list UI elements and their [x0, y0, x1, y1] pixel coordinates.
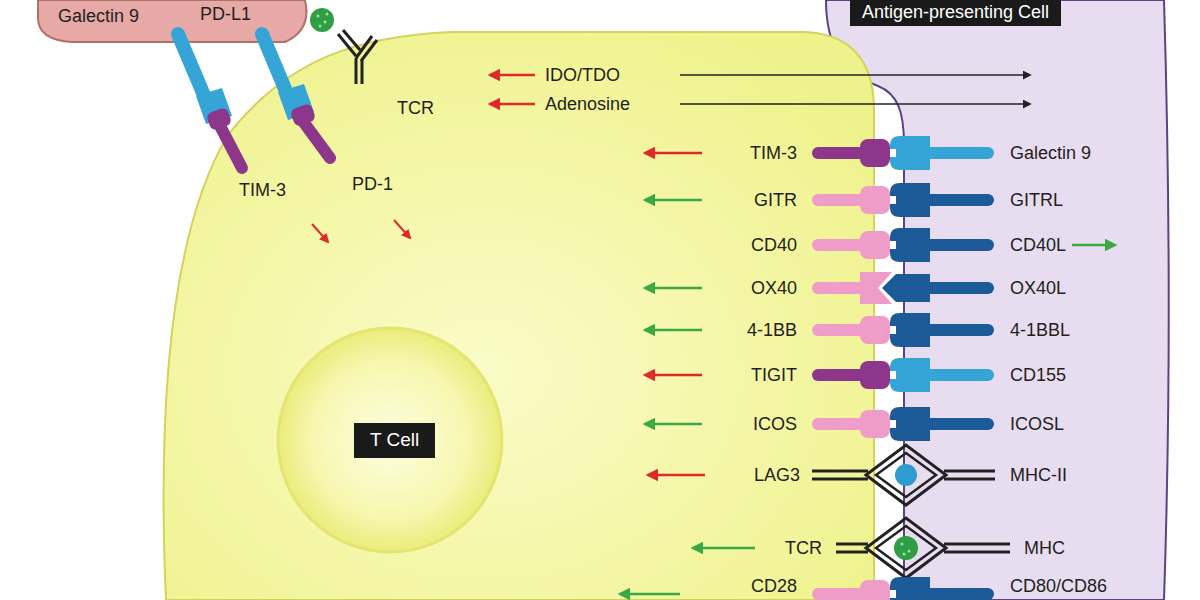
molecule-label: Adenosine	[545, 94, 630, 115]
molecule-label: ICOSL	[1010, 414, 1064, 435]
stimulate-arrow	[693, 547, 755, 550]
stimulate-arrow	[645, 287, 702, 290]
inhibit-arrow	[490, 74, 535, 77]
inhibit-arrow	[312, 224, 328, 242]
galectin9-tim3-pair	[178, 34, 242, 168]
cd28-pair	[812, 577, 994, 600]
molecule-label: PD-1	[352, 174, 393, 195]
lag3-pair	[812, 445, 995, 505]
molecule-label: TIGIT	[751, 365, 797, 386]
tcr-mhc-pair	[836, 518, 1010, 578]
stimulate-arrow	[645, 329, 702, 332]
inhibit-arrow	[490, 103, 535, 106]
molecule-label: PD-L1	[200, 4, 251, 25]
molecule-label: MHC	[1024, 538, 1065, 559]
tigit-pair	[812, 358, 994, 392]
cell-name: Antigen-presenting Cell	[862, 2, 1049, 22]
stimulate-arrow	[645, 423, 702, 426]
molecule-label: TCR	[397, 98, 434, 119]
tcr-symbol	[310, 8, 377, 84]
cell-name-label: Antigen-presenting Cell	[850, 0, 1061, 26]
molecule-label: TIM-3	[239, 180, 286, 201]
molecule-label: Galectin 9	[1010, 143, 1091, 164]
diffusion-arrow	[680, 74, 1030, 76]
molecule-label: CD80/CD86	[1010, 576, 1107, 597]
tim3-pair	[812, 136, 994, 170]
inhibit-arrow	[394, 220, 410, 238]
pdl1-pd1-pair	[262, 34, 330, 158]
molecule-label: IDO/TDO	[545, 65, 620, 86]
nucleus	[278, 328, 502, 552]
molecule-label: MHC-II	[1010, 465, 1067, 486]
molecule-label: LAG3	[754, 465, 800, 486]
molecule-label: ICOS	[753, 414, 797, 435]
inhibit-arrow	[648, 474, 705, 477]
stimulate-arrow	[1072, 244, 1115, 247]
molecule-label: TIM-3	[750, 143, 797, 164]
inhibit-arrow	[645, 374, 702, 377]
stimulate-arrow	[645, 199, 702, 202]
diffusion-arrow	[680, 103, 1030, 105]
apc-membrane	[826, 0, 1169, 600]
ox40-pair	[812, 272, 994, 304]
cd40-pair	[812, 228, 994, 262]
molecule-label: OX40L	[1010, 278, 1066, 299]
molecule-label: GITRL	[1010, 190, 1063, 211]
cell-name: T Cell	[370, 429, 419, 450]
stimulate-arrow	[620, 593, 680, 596]
molecule-label: Galectin 9	[58, 6, 139, 27]
molecule-label: CD155	[1010, 365, 1066, 386]
molecule-label: OX40	[751, 278, 797, 299]
molecule-label: CD40L	[1010, 235, 1066, 256]
molecule-label: 4-1BB	[747, 320, 797, 341]
molecule-label: 4-1BBL	[1010, 320, 1070, 341]
41bb-pair	[812, 313, 994, 347]
cell-name-label: T Cell	[354, 423, 435, 458]
molecule-label: TCR	[785, 538, 822, 559]
molecule-label: CD28	[751, 576, 797, 597]
gitr-pair	[812, 183, 994, 217]
icos-pair	[812, 407, 994, 441]
inhibit-arrow	[645, 152, 702, 155]
t-cell-membrane	[164, 32, 874, 600]
molecule-label: CD40	[751, 235, 797, 256]
molecule-label: GITR	[754, 190, 797, 211]
